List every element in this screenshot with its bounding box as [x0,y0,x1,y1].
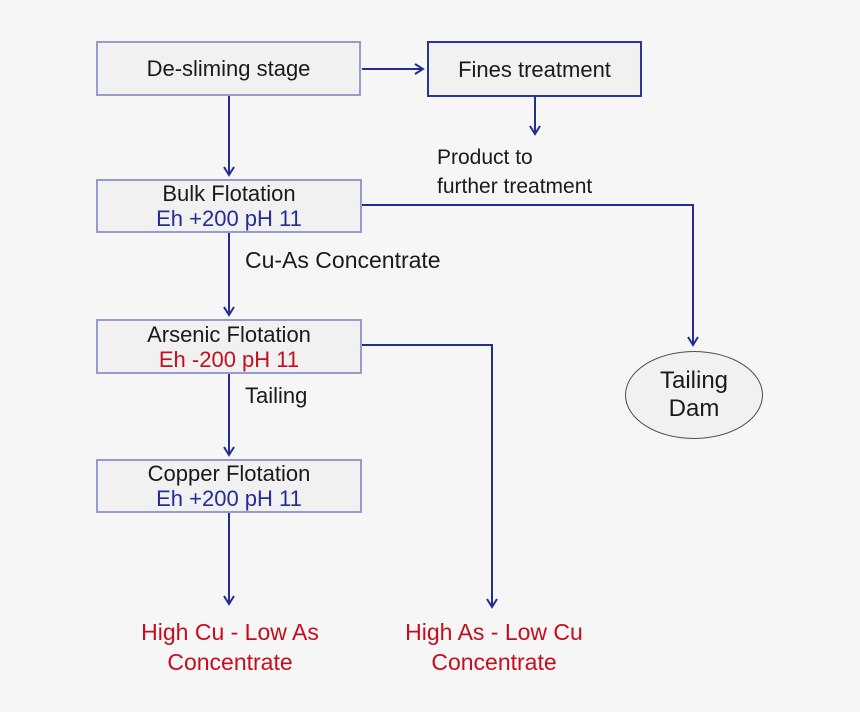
arrow-bulk-to-tailing-dam [362,204,699,347]
label-cu-as-concentrate: Cu-As Concentrate [245,247,441,273]
node-bulk-flotation: Bulk Flotation Eh +200 pH 11 [96,179,362,233]
arrow-arsenic-to-high-as [362,344,498,609]
label-tailing: Tailing [245,383,308,408]
node-copper-title: Copper Flotation [147,461,311,486]
label-high-cu-low-as-concentrate: High Cu - Low As Concentrate [100,617,360,677]
node-fines-label: Fines treatment [458,56,611,82]
node-bulk-condition: Eh +200 pH 11 [156,206,302,231]
node-desliming-label: De-sliming stage [146,56,311,81]
node-tailing-dam: Tailing Dam [625,351,763,439]
node-copper-flotation: Copper Flotation Eh +200 pH 11 [96,459,362,513]
label-product-to-further-treatment: Product to further treatment [437,143,592,201]
node-arsenic-condition: Eh -200 pH 11 [158,346,300,372]
node-arsenic-title: Arsenic Flotation [147,321,311,347]
node-desliming-stage: De-sliming stage [96,41,361,96]
label-high-as-low-cu-concentrate: High As - Low Cu Concentrate [364,617,624,677]
node-fines-treatment: Fines treatment [427,41,642,97]
high-cu-label-line1: High Cu - Low As [141,619,319,645]
high-as-label-line2: Concentrate [431,649,557,675]
tailing-dam-line1: Tailing [659,367,729,394]
node-copper-condition: Eh +200 pH 11 [156,486,302,511]
high-cu-label-line2: Concentrate [167,649,293,675]
node-bulk-title: Bulk Flotation [162,181,296,206]
product-label-line2: further treatment [437,175,593,198]
node-arsenic-flotation: Arsenic Flotation Eh -200 pH 11 [96,319,362,374]
high-as-label-line1: High As - Low Cu [405,619,583,645]
product-label-line1: Product to [437,146,533,169]
tailing-dam-line2: Dam [668,395,720,422]
